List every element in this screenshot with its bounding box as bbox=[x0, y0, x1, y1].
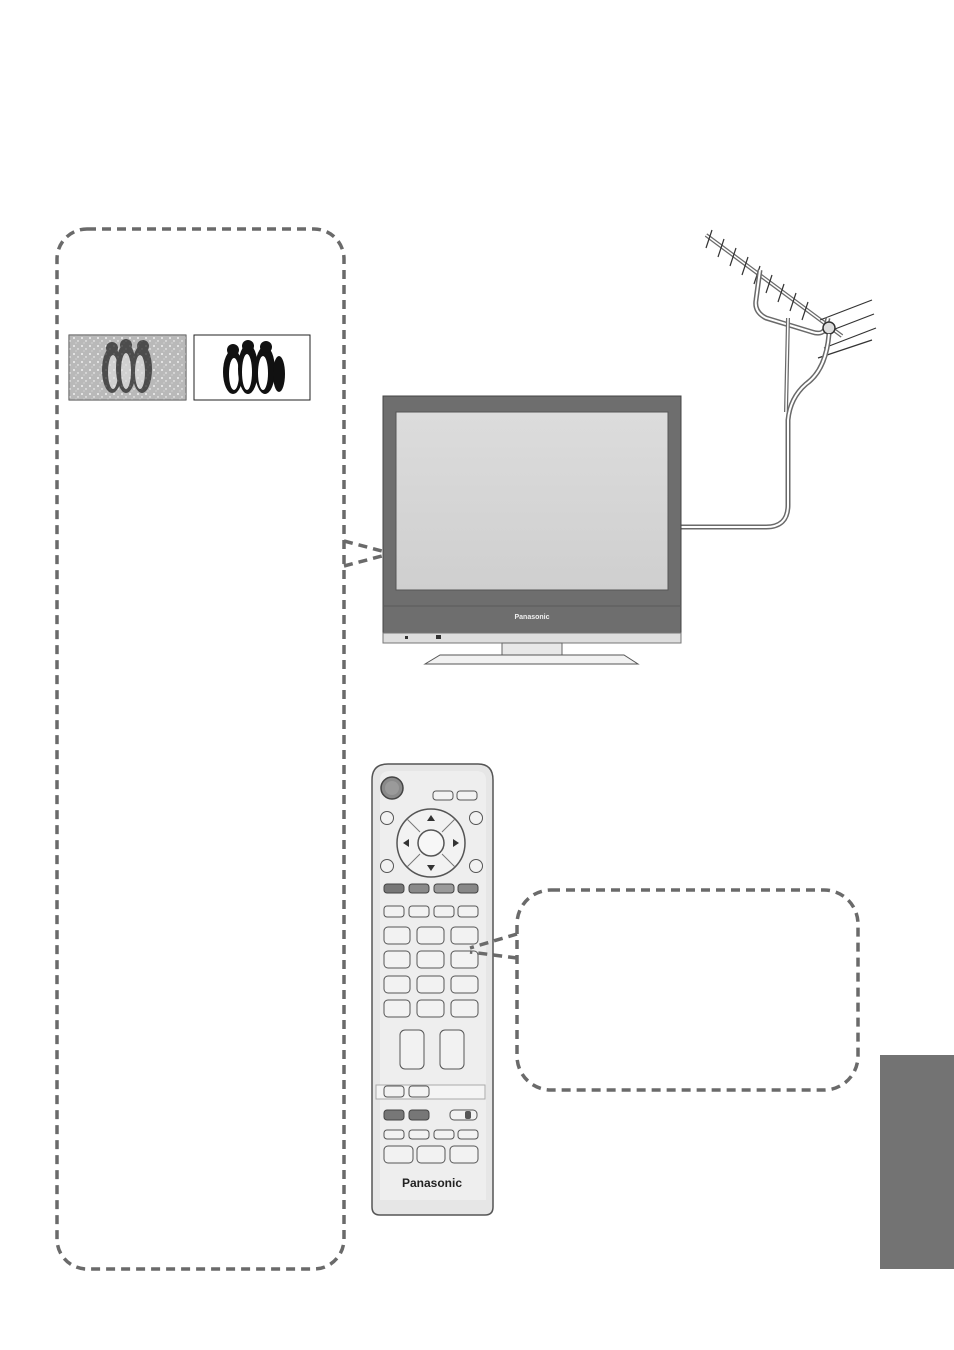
arrow-down-icon[interactable] bbox=[427, 865, 435, 871]
tv-set bbox=[382, 395, 682, 665]
remote-bottom-buttons[interactable] bbox=[383, 1145, 479, 1164]
tv-brand-logo: Panasonic bbox=[514, 614, 550, 621]
sensor-indicator bbox=[436, 635, 441, 639]
remote-corner-button-bl[interactable] bbox=[380, 859, 394, 873]
penguins-noisy-picture bbox=[68, 334, 187, 401]
antenna-icon bbox=[680, 229, 877, 530]
power-indicator bbox=[405, 636, 408, 639]
remote-ok-button[interactable] bbox=[417, 829, 445, 857]
remote-control bbox=[371, 763, 494, 1216]
penguins-clear-picture bbox=[193, 334, 311, 401]
remote-toggle-button[interactable] bbox=[449, 1109, 478, 1121]
remote-corner-button-br[interactable] bbox=[469, 859, 483, 873]
remote-volume-rocker[interactable] bbox=[399, 1029, 425, 1070]
remote-channel-rocker[interactable] bbox=[439, 1029, 465, 1070]
section-tab bbox=[880, 1055, 954, 1269]
remote-top-button-2[interactable] bbox=[456, 790, 478, 801]
tv-screen bbox=[395, 411, 669, 591]
remote-function-buttons[interactable] bbox=[383, 905, 479, 918]
remote-dark-button-1[interactable] bbox=[383, 1109, 405, 1121]
left-callout-frame bbox=[55, 227, 346, 1271]
remote-corner-button-tl[interactable] bbox=[380, 811, 394, 825]
remote-band-button-2[interactable] bbox=[408, 1085, 430, 1098]
arrow-right-icon[interactable] bbox=[453, 839, 459, 847]
right-callout-pointer bbox=[469, 932, 518, 960]
remote-color-buttons[interactable] bbox=[383, 883, 479, 894]
remote-dark-button-2[interactable] bbox=[408, 1109, 430, 1121]
remote-brand-logo: Panasonic bbox=[401, 1176, 463, 1190]
remote-corner-button-tr[interactable] bbox=[469, 811, 483, 825]
left-callout-pointer bbox=[343, 539, 383, 568]
remote-band-button-1[interactable] bbox=[383, 1085, 405, 1098]
remote-small-buttons[interactable] bbox=[383, 1129, 479, 1140]
remote-top-button-1[interactable] bbox=[432, 790, 454, 801]
arrow-left-icon[interactable] bbox=[403, 839, 409, 847]
right-callout-frame bbox=[515, 888, 860, 1092]
remote-number-keypad[interactable] bbox=[383, 926, 479, 1018]
arrow-up-icon[interactable] bbox=[427, 815, 435, 821]
